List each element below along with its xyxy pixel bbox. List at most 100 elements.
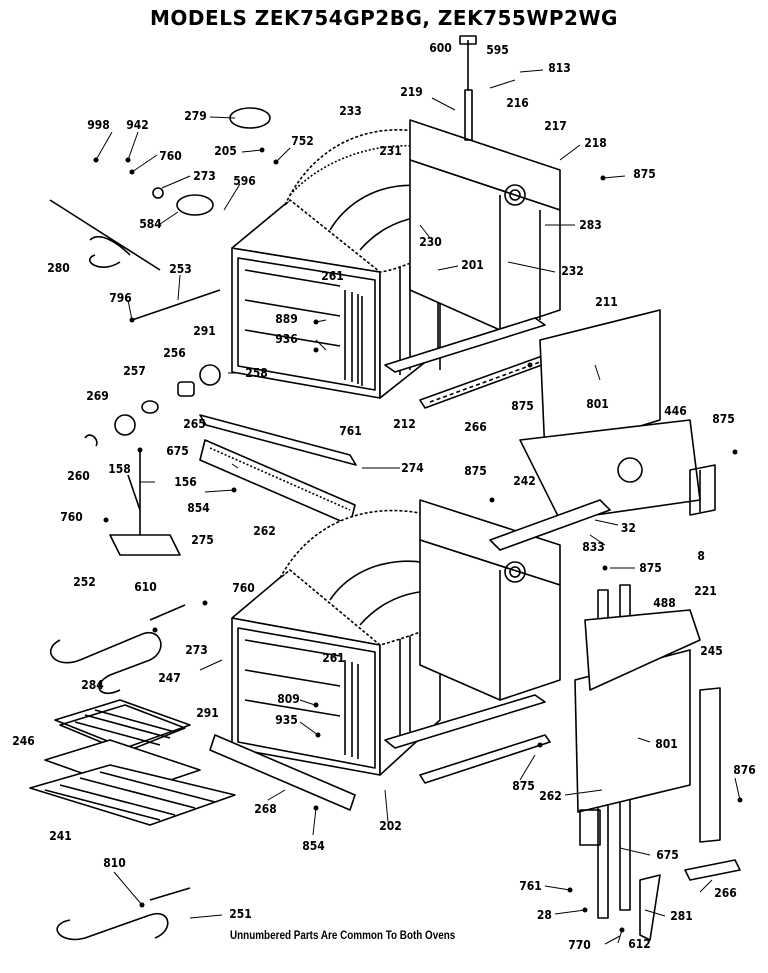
callout-245: 245 bbox=[700, 644, 723, 658]
callout-232: 232 bbox=[561, 264, 584, 278]
callout-446: 446 bbox=[664, 404, 687, 418]
callout-279: 279 bbox=[184, 109, 207, 123]
callout-875-e: 875 bbox=[639, 561, 662, 575]
callout-291-b: 291 bbox=[196, 706, 219, 720]
callout-596: 596 bbox=[233, 174, 256, 188]
callout-221: 221 bbox=[694, 584, 717, 598]
callout-761-a: 761 bbox=[339, 424, 362, 438]
callout-488: 488 bbox=[653, 596, 676, 610]
callout-156: 156 bbox=[174, 475, 197, 489]
callout-889: 889 bbox=[275, 312, 298, 326]
callout-752: 752 bbox=[291, 134, 314, 148]
callout-875-a: 875 bbox=[633, 167, 656, 181]
callout-801-a: 801 bbox=[586, 397, 609, 411]
callout-216: 216 bbox=[506, 96, 529, 110]
diagram-title: MODELS ZEK754GP2BG, ZEK755WP2WG bbox=[150, 6, 618, 30]
callout-813: 813 bbox=[548, 61, 571, 75]
callout-584: 584 bbox=[139, 217, 162, 231]
callout-770: 770 bbox=[568, 938, 591, 952]
callout-610-a: 610 bbox=[134, 580, 157, 594]
callout-796: 796 bbox=[109, 291, 132, 305]
callout-262-b: 262 bbox=[539, 789, 562, 803]
callout-257: 257 bbox=[123, 364, 146, 378]
callout-875-f: 875 bbox=[512, 779, 535, 793]
callout-241: 241 bbox=[49, 829, 72, 843]
callout-760-a: 760 bbox=[60, 510, 83, 524]
callout-268: 268 bbox=[254, 802, 277, 816]
callout-251: 251 bbox=[229, 907, 252, 921]
callout-283: 283 bbox=[579, 218, 602, 232]
callout-760-b: 760 bbox=[232, 581, 255, 595]
callout-810: 810 bbox=[103, 856, 126, 870]
callout-876: 876 bbox=[733, 763, 756, 777]
callout-266-a: 266 bbox=[464, 420, 487, 434]
callout-260: 260 bbox=[67, 469, 90, 483]
callout-273-a: 273 bbox=[185, 643, 208, 657]
callout-231: 231 bbox=[379, 144, 402, 158]
callout-28: 28 bbox=[536, 908, 552, 922]
callout-854-b: 854 bbox=[302, 839, 325, 853]
callout-205: 205 bbox=[214, 144, 237, 158]
callout-261-a: 261 bbox=[321, 269, 344, 283]
callout-875-d: 875 bbox=[712, 412, 735, 426]
upper-outer-frame bbox=[409, 35, 561, 331]
callout-261-b: 261 bbox=[322, 651, 345, 665]
callout-809: 809 bbox=[277, 692, 300, 706]
callout-833: 833 bbox=[582, 540, 605, 554]
callout-675-b: 675 bbox=[656, 848, 679, 862]
callout-274: 274 bbox=[401, 461, 424, 475]
callout-258: 258 bbox=[245, 366, 268, 380]
callout-284: 284 bbox=[81, 678, 104, 692]
callout-998: 998 bbox=[87, 118, 110, 132]
callout-253: 253 bbox=[169, 262, 192, 276]
upper-rails bbox=[199, 317, 551, 526]
callout-266-b: 266 bbox=[714, 886, 737, 900]
callout-291-a: 291 bbox=[193, 324, 216, 338]
callout-8: 8 bbox=[697, 549, 705, 563]
diagram-footnote: Unnumbered Parts Are Common To Both Oven… bbox=[230, 930, 456, 942]
callout-269: 269 bbox=[86, 389, 109, 403]
callout-202: 202 bbox=[379, 819, 402, 833]
callout-242: 242 bbox=[513, 474, 536, 488]
callout-262-a: 262 bbox=[253, 524, 276, 538]
callout-600: 600 bbox=[429, 41, 452, 55]
callout-265: 265 bbox=[183, 417, 206, 431]
lower-accessories bbox=[29, 604, 236, 941]
callout-252: 252 bbox=[73, 575, 96, 589]
callout-935: 935 bbox=[275, 713, 298, 727]
callout-273: 273 bbox=[193, 169, 216, 183]
callout-675-a: 675 bbox=[166, 444, 189, 458]
callout-936: 936 bbox=[275, 332, 298, 346]
lower-outer-frame bbox=[419, 499, 611, 701]
right-trims bbox=[574, 584, 741, 941]
callout-612: 612 bbox=[628, 937, 651, 951]
right-side-panels bbox=[519, 309, 716, 521]
callout-230: 230 bbox=[419, 235, 442, 249]
controls-cluster bbox=[49, 107, 271, 556]
callout-233: 233 bbox=[339, 104, 362, 118]
callout-281: 281 bbox=[670, 909, 693, 923]
callout-942: 942 bbox=[126, 118, 149, 132]
callout-256: 256 bbox=[163, 346, 186, 360]
callout-246: 246 bbox=[12, 734, 35, 748]
callout-217: 217 bbox=[544, 119, 567, 133]
callout-761-b: 761 bbox=[519, 879, 542, 893]
callout-218: 218 bbox=[584, 136, 607, 150]
callout-201: 201 bbox=[461, 258, 484, 272]
callout-158: 158 bbox=[108, 462, 131, 476]
callout-247: 247 bbox=[158, 671, 181, 685]
callout-280: 280 bbox=[47, 261, 70, 275]
callout-275: 275 bbox=[191, 533, 214, 547]
callout-212: 212 bbox=[393, 417, 416, 431]
callout-801-b: 801 bbox=[655, 737, 678, 751]
callout-595: 595 bbox=[486, 43, 509, 57]
callout-875-c: 875 bbox=[511, 399, 534, 413]
callout-32: 32 bbox=[620, 521, 636, 535]
callout-211: 211 bbox=[595, 295, 618, 309]
callout-760: 760 bbox=[159, 149, 182, 163]
lower-rails bbox=[209, 694, 551, 811]
callout-875-b: 875 bbox=[464, 464, 487, 478]
callout-219: 219 bbox=[400, 85, 423, 99]
